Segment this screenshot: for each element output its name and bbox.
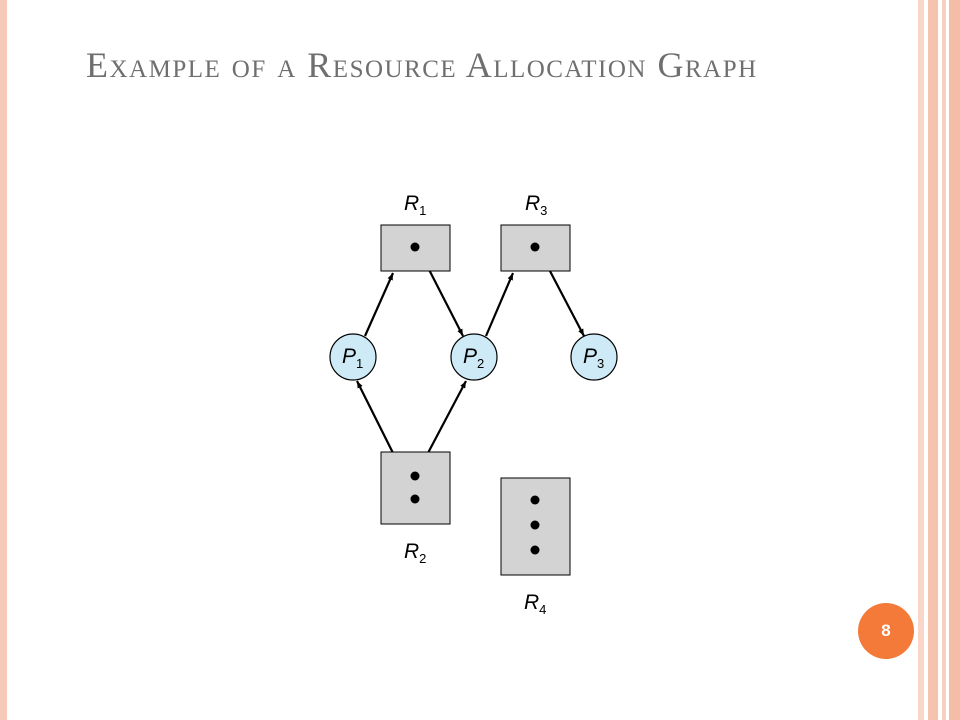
edge-p1-to-r1 bbox=[363, 272, 395, 337]
process-circle bbox=[329, 333, 377, 381]
process-label: P3 bbox=[583, 345, 604, 371]
resource-r2 bbox=[380, 451, 451, 525]
resource-r3 bbox=[500, 224, 571, 272]
process-p3: P3 bbox=[570, 333, 618, 381]
resource-instance-dot bbox=[410, 494, 420, 504]
resource-label: R2 bbox=[404, 540, 426, 566]
right-border-stripes bbox=[918, 0, 960, 720]
resource-box bbox=[380, 451, 451, 525]
resource-instance-dot bbox=[530, 545, 540, 555]
resource-instance-dot bbox=[530, 242, 540, 252]
process-label: P2 bbox=[463, 345, 484, 371]
resource-instance-dot bbox=[530, 520, 540, 530]
resource-r1 bbox=[380, 224, 451, 272]
resource-label: R3 bbox=[525, 192, 547, 218]
edge-p2-to-r3 bbox=[484, 272, 515, 337]
resource-instance-dot bbox=[530, 495, 540, 505]
resource-instance-dot bbox=[410, 242, 420, 252]
process-circle bbox=[450, 333, 498, 381]
page-number-badge: 8 bbox=[858, 603, 914, 659]
process-p2: P2 bbox=[450, 333, 498, 381]
process-label: P1 bbox=[342, 345, 363, 371]
process-p1: P1 bbox=[329, 333, 377, 381]
resource-r4 bbox=[500, 477, 571, 576]
slide-title: Example of a Resource Allocation Graph bbox=[86, 45, 758, 85]
resource-label: R4 bbox=[524, 591, 546, 617]
resource-label: R1 bbox=[404, 192, 426, 218]
resource-instance-dot bbox=[410, 471, 420, 481]
left-border bbox=[0, 0, 7, 720]
process-circle bbox=[570, 333, 618, 381]
